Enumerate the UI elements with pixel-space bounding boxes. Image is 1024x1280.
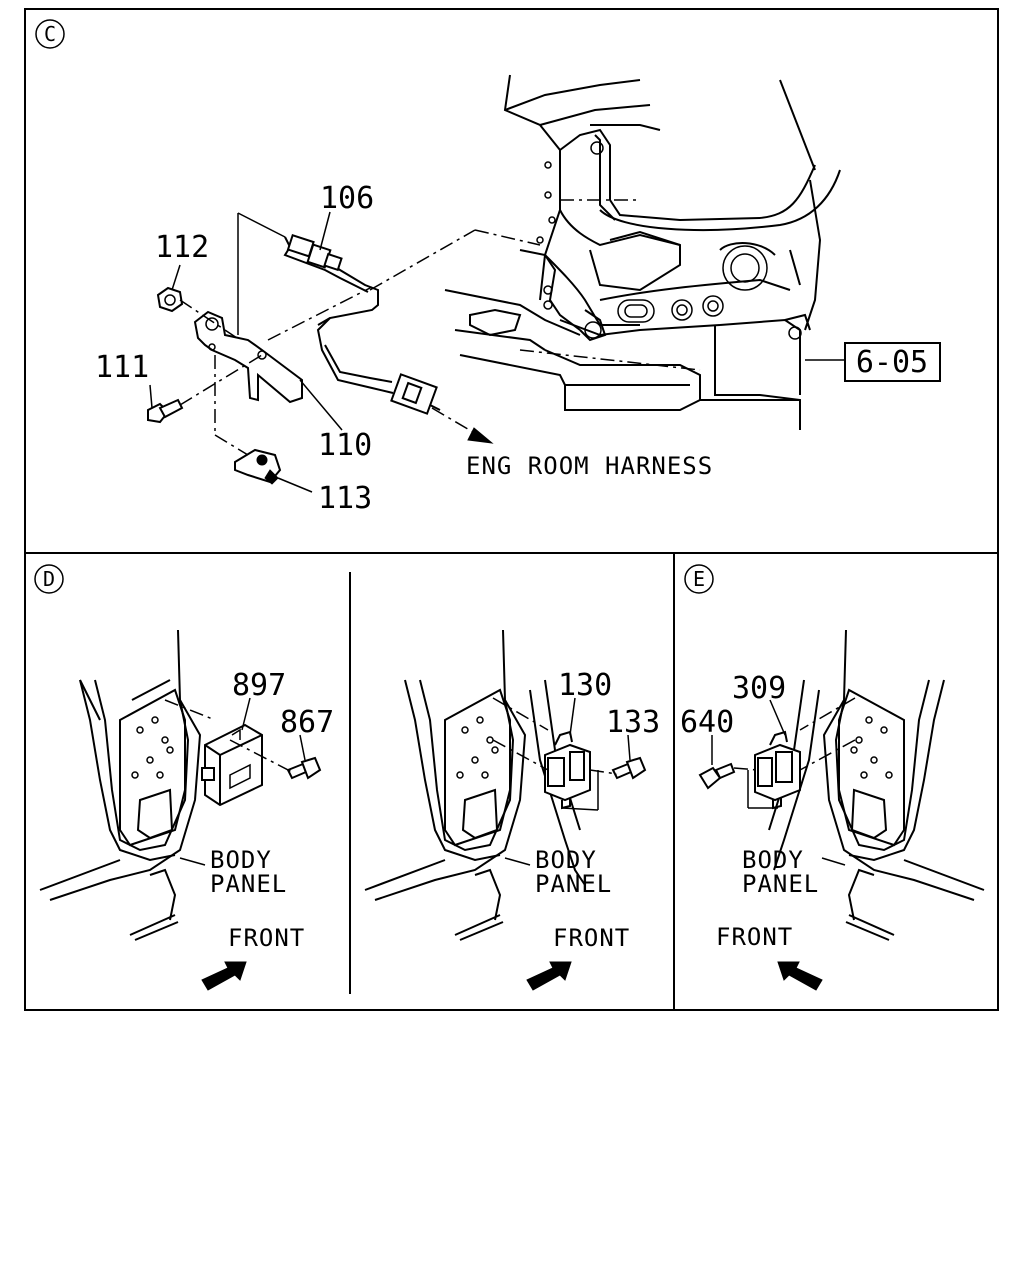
section-e-marker-letter: E [693,567,705,591]
front-label-d: FRONT [228,924,305,952]
front-arrow-e [777,961,823,991]
part-number-111: 111 [95,350,149,385]
section-d-marker-letter: D [43,567,55,591]
body-panel-drawing-d [39,629,202,941]
section-middle: 130 133 BODY PANEL FRONT [364,629,660,991]
part-number-309: 309 [732,671,786,706]
bolt-111 [147,398,184,424]
section-c-marker-letter: C [44,22,56,46]
sensor-106-assembly [283,233,441,415]
section-d: D [34,564,334,991]
body-label-d: BODY [210,846,272,874]
ref-number-6-05: 6-05 [856,345,928,380]
section-c: C [35,19,941,516]
part-number-640: 640 [680,705,734,740]
harness-arrow [431,407,494,444]
section-e-marker: E [684,564,714,594]
panel-label-e: PANEL [742,870,819,898]
relay-309 [747,730,801,810]
part-number-106: 106 [320,181,374,216]
panel-label-mid: PANEL [535,870,612,898]
body-panel-drawing-mid [364,629,586,941]
section-e: E [680,564,985,991]
section-d-marker: D [34,564,64,594]
clip-113 [234,448,282,485]
bolt-867 [286,756,322,780]
front-arrow-mid [526,961,572,991]
part-number-867: 867 [280,705,334,740]
part-number-110: 110 [318,428,372,463]
part-number-897: 897 [232,668,286,703]
ref-box-6-05 [844,342,941,382]
panel-label-d: PANEL [210,870,287,898]
part-number-130: 130 [558,668,612,703]
section-c-marker: C [35,19,65,49]
harness-label: ENG ROOM HARNESS [466,452,713,480]
part-number-133: 133 [606,705,660,740]
nut-112 [156,286,184,313]
module-897 [201,723,263,807]
body-label-mid: BODY [535,846,597,874]
part-number-113: 113 [318,481,372,516]
front-label-e: FRONT [716,923,793,951]
front-label-mid: FRONT [553,924,630,952]
front-arrow-d [201,961,247,991]
lower-frame [24,552,999,1011]
chassis-frame-drawing [369,74,845,430]
part-number-112: 112 [155,230,209,265]
bolt-133 [611,756,647,780]
relay-130 [544,730,599,811]
bolt-640 [698,762,736,790]
bracket-110 [193,310,303,404]
body-label-e: BODY [742,846,804,874]
